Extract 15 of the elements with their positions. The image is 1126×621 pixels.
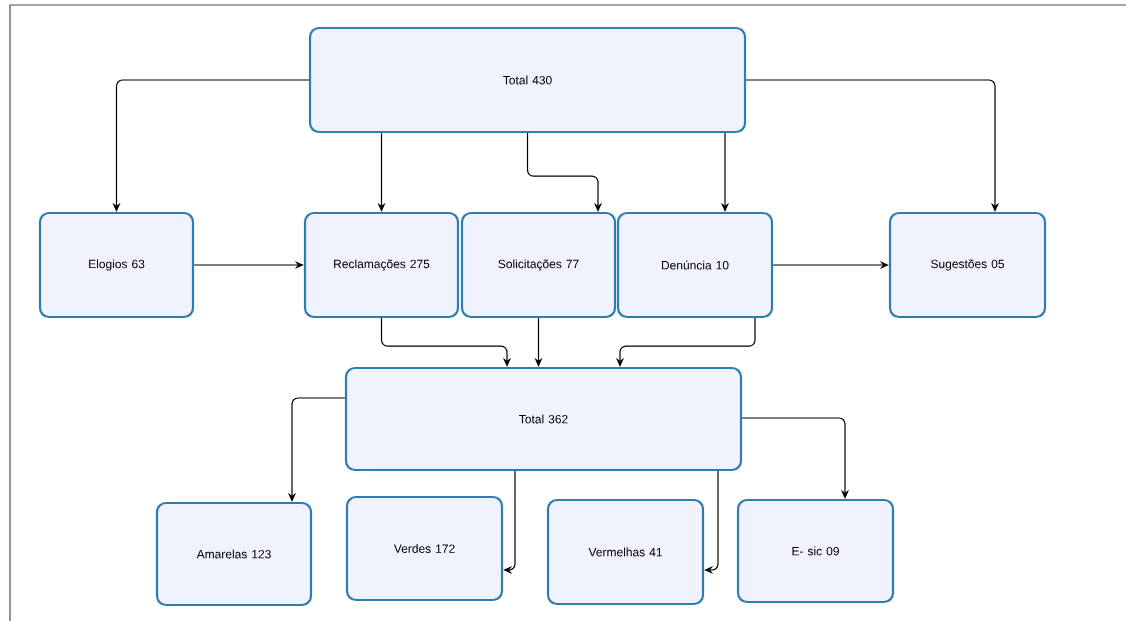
process-box: Total 430	[308, 26, 747, 134]
process-box: Total 362	[344, 366, 743, 472]
arrow	[380, 317, 512, 367]
arrow	[526, 132, 603, 212]
arrow	[745, 79, 1000, 212]
process-box: Solicitações 77	[460, 211, 617, 319]
process-box: Sugestões 05	[888, 211, 1047, 319]
arrow	[741, 417, 850, 499]
process-box: Reclamações 275	[303, 211, 460, 319]
process-box: Amarelas 123	[155, 501, 313, 607]
process-box: Vermelhas 41	[546, 498, 705, 606]
process-box: Elogios 63	[38, 211, 195, 319]
process-box: E- sic 09	[736, 498, 895, 604]
process-box: Denúncia 10	[616, 211, 774, 319]
process-box: Verdes 172	[345, 495, 504, 602]
